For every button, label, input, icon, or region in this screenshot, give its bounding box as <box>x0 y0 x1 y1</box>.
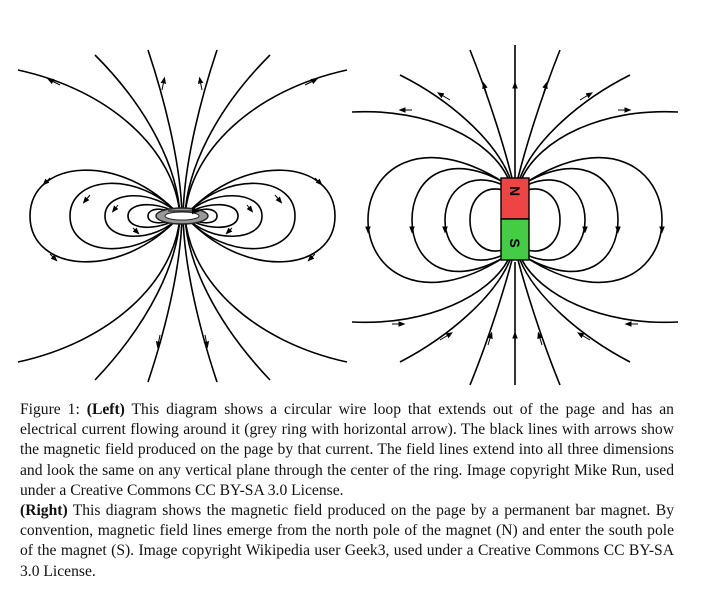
field-line <box>521 259 679 324</box>
field-line <box>399 259 511 363</box>
caption-left-tag: (Left) <box>86 401 125 418</box>
magnet-south-pole <box>500 218 530 261</box>
field-line <box>444 179 504 261</box>
left-panel-arrows <box>42 76 323 349</box>
field-line <box>517 259 561 386</box>
field-line <box>526 156 663 284</box>
field-line <box>127 204 181 228</box>
field-line <box>104 195 181 237</box>
magnet-north-pole <box>500 177 530 220</box>
bar-magnet: N S <box>500 177 530 261</box>
current-loop-ring <box>155 207 209 225</box>
field-line <box>469 49 513 179</box>
caption-left-text: This diagram shows a circular wire loop … <box>20 401 674 499</box>
field-line <box>526 167 619 273</box>
field-line <box>526 188 561 252</box>
figure-diagrams: N S <box>17 45 679 386</box>
field-line <box>184 195 263 237</box>
field-line <box>469 259 513 386</box>
field-line <box>351 259 509 324</box>
field-line <box>519 259 631 363</box>
caption-label: Figure 1: <box>20 401 80 418</box>
field-line <box>69 182 181 250</box>
field-line <box>367 156 504 284</box>
right-panel-arrows <box>365 81 665 346</box>
caption-right-tag: (Right) <box>20 502 68 520</box>
field-line <box>184 204 239 228</box>
north-label: N <box>507 186 523 196</box>
caption-right-text: This diagram shows the magnetic field pr… <box>20 502 674 580</box>
field-line <box>411 167 504 273</box>
right-panel-field-lines <box>351 45 679 386</box>
field-line <box>184 69 348 363</box>
figure-caption: Figure 1: (Left) This diagram shows a ci… <box>20 400 674 582</box>
field-line <box>399 74 511 179</box>
field-line <box>29 169 181 263</box>
field-line <box>526 179 586 261</box>
field-line <box>521 110 679 179</box>
field-line <box>517 49 561 179</box>
field-line <box>184 182 296 250</box>
field-line <box>469 188 504 252</box>
field-line <box>351 110 509 179</box>
field-line <box>184 169 336 263</box>
south-label: S <box>507 238 523 247</box>
field-line <box>519 74 631 179</box>
